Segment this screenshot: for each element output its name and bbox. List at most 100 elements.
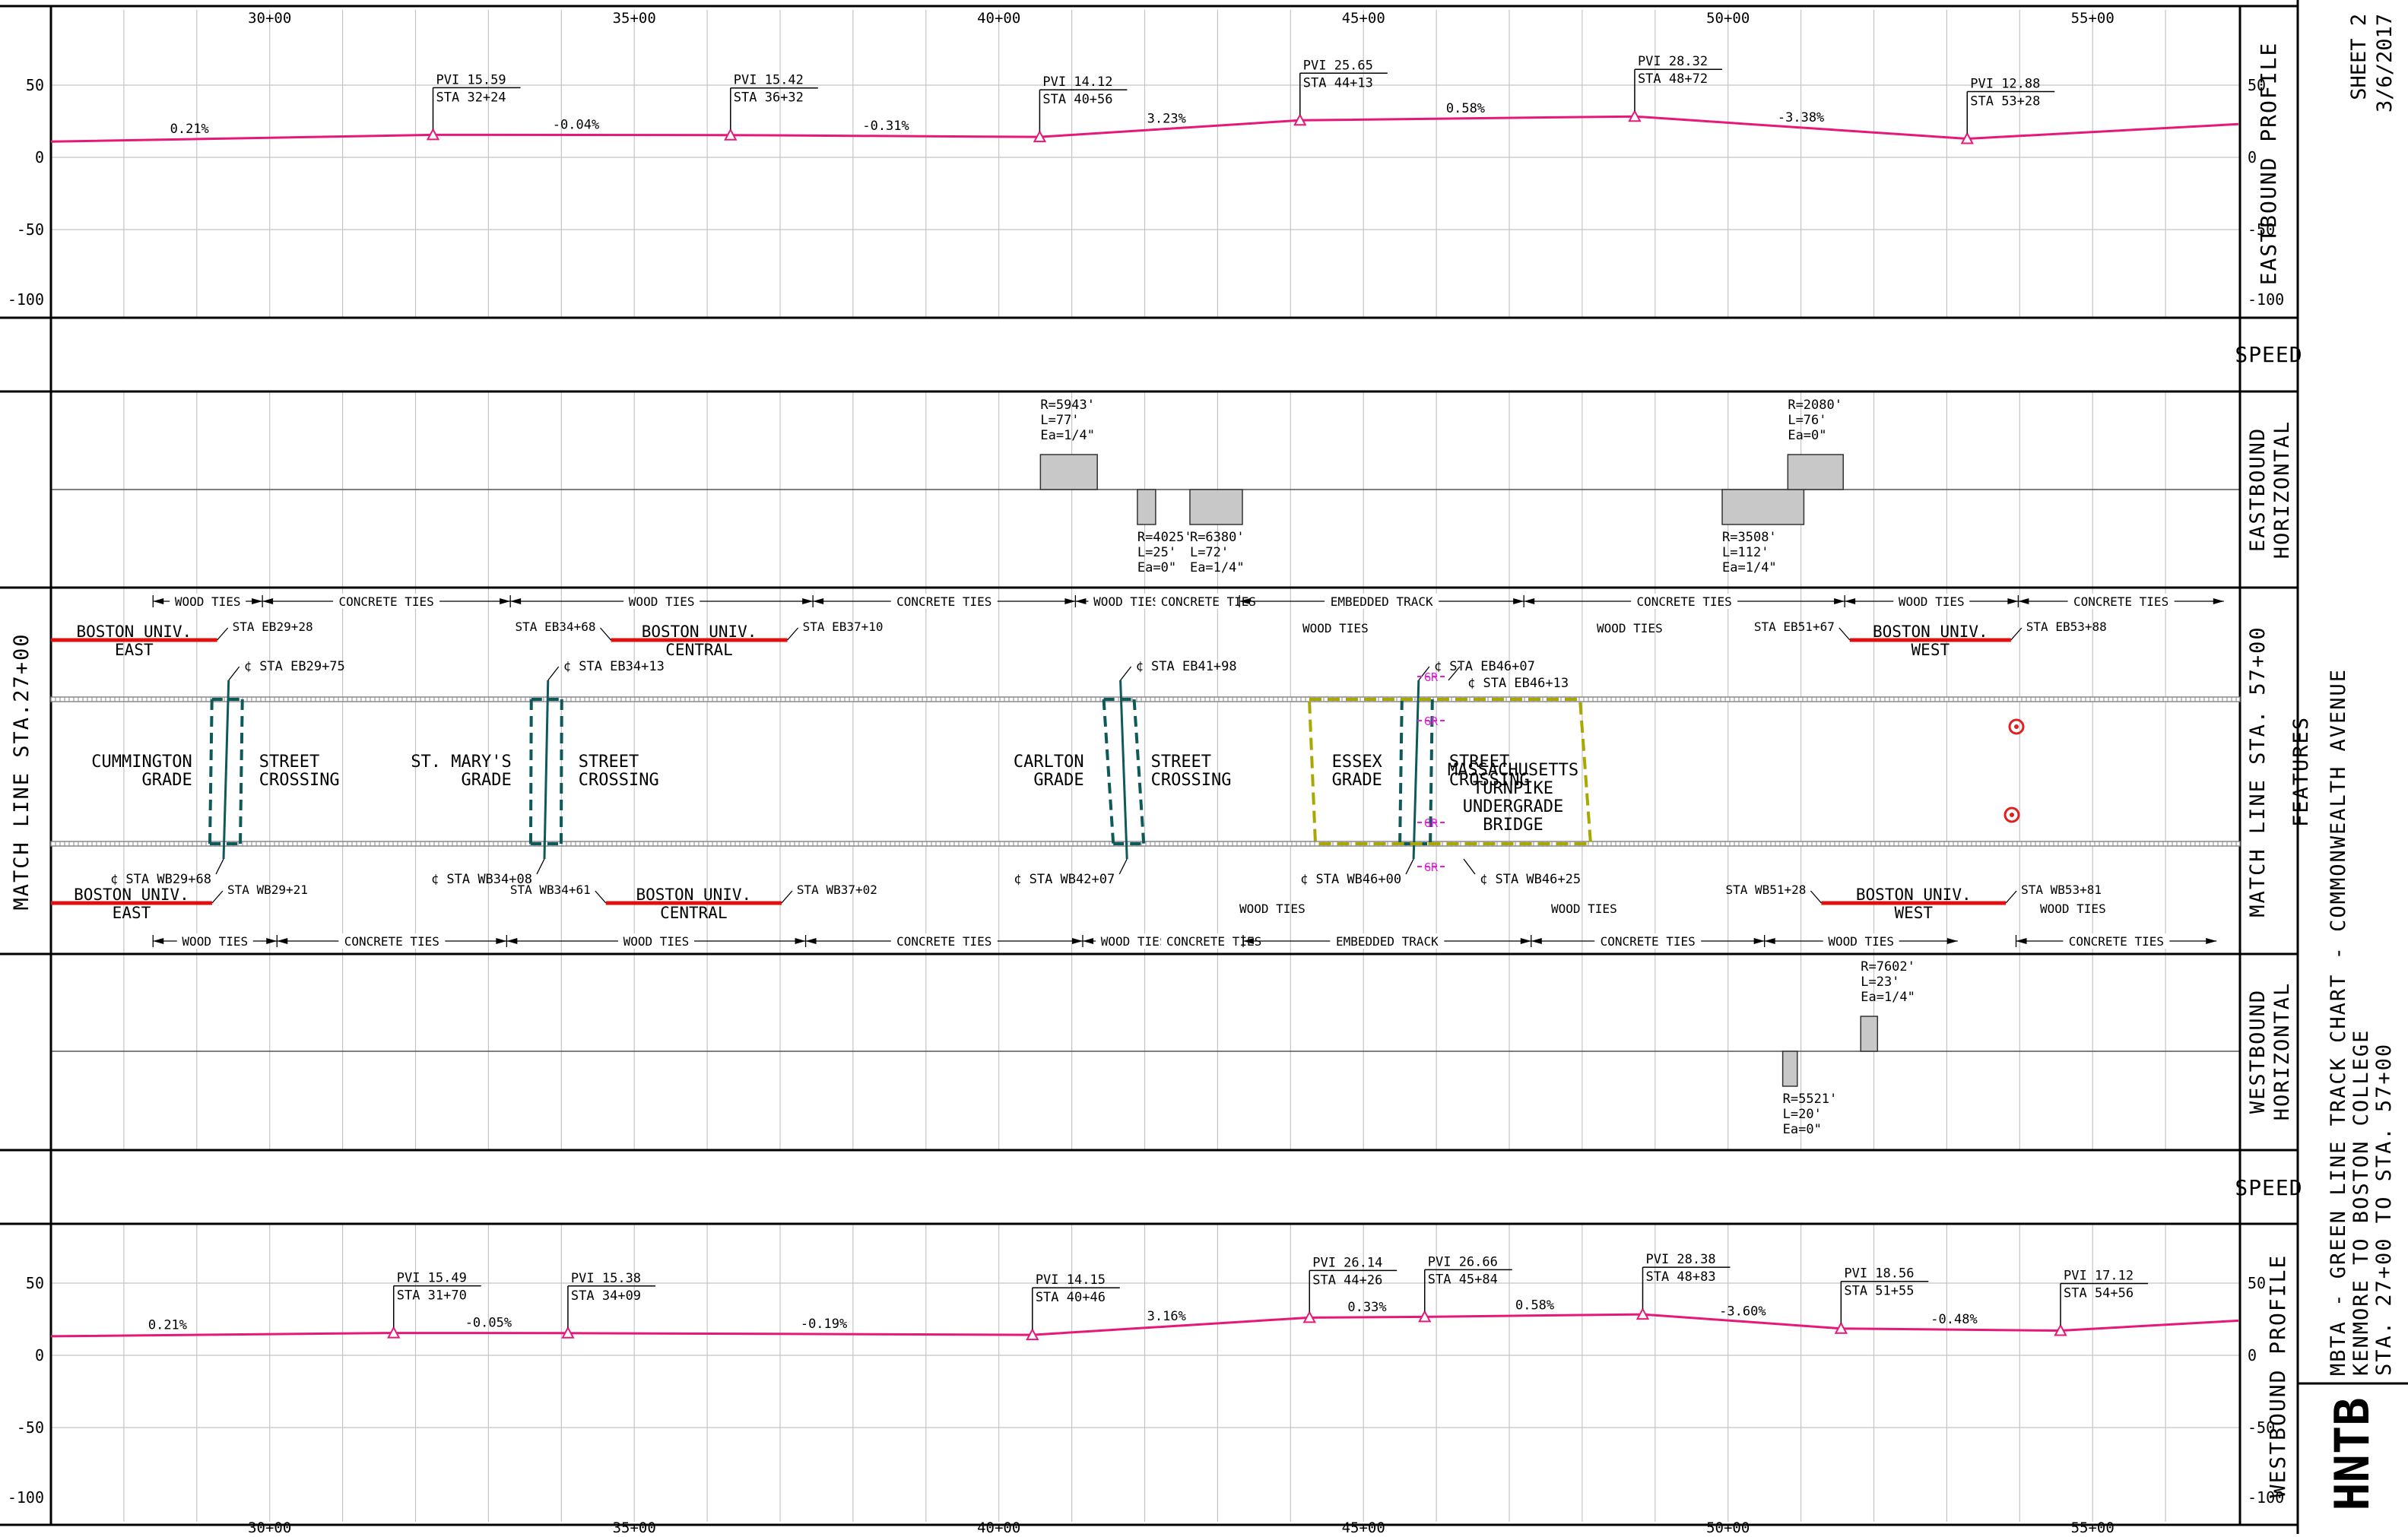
pvi-station-label: STA 48+72 [1638,71,1708,87]
platform-name: EAST [115,641,154,659]
arrowhead [1075,598,1087,604]
band-title-eb-horizontal: EASTBOUND [2246,427,2270,552]
tie-type-label: EMBEDDED TRACK [1331,594,1433,609]
curve-data-label: R=5521' [1783,1092,1838,1107]
arrowhead [1834,598,1845,604]
profile-tick-right: 0 [2248,148,2257,166]
curve-block [1781,1051,1798,1087]
sta-leader [2010,627,2023,641]
guard-rail-label: GR [1424,670,1439,684]
sta-leader [1120,666,1132,681]
wood-ties-note: WOOD TIES [1239,902,1306,916]
arrowhead [1524,598,1535,604]
arrowhead [1513,598,1524,604]
pvi-station-label: STA 44+26 [1312,1272,1382,1288]
grade-label: -0.31% [862,119,909,134]
pvi-marker [1635,1307,1650,1320]
profile-tick-right: -50 [2248,220,2275,239]
station-label-bottom: 45+00 [1342,1520,1385,1534]
crossing-centerline [1119,680,1128,860]
tie-type-label: WOOD TIES [1093,594,1160,609]
guard-rail-label: GR [1424,860,1439,874]
tie-label-bg [890,594,998,609]
curve-data-label: R=2080' [1788,398,1842,413]
arrowhead [1071,938,1083,944]
crossing-centerline [543,680,550,860]
sta-leader [1810,890,1822,904]
tie-type-label: EMBEDDED TRACK [1336,934,1439,949]
crossing-wb-station: ¢ STA WB29+68 [110,872,211,887]
pvi-elevation-label: PVI 14.12 [1042,74,1112,90]
station-label-top: 30+00 [248,10,291,27]
station-label-bottom: 30+00 [248,1520,291,1534]
profile-tick-right: 50 [2248,76,2266,94]
pvi-station-label: STA 51+55 [1844,1284,1914,1299]
grade-label: 0.58% [1446,101,1485,116]
profile-tick-left: -50 [17,220,44,239]
curve-data-label: Ea=1/4" [1190,560,1245,575]
profile-tick-right: -100 [2248,290,2284,309]
tie-label-bg [1325,594,1439,609]
tie-type-label: CONCRETE TIES [2069,934,2164,949]
grade-label: 3.16% [1147,1309,1186,1324]
bridge-label: BRIDGE [1483,816,1543,835]
arrowhead [496,938,507,944]
crossing-wb-station: ¢ STA WB34+08 [431,872,532,887]
tie-label-bg [333,594,440,609]
arrowhead [510,598,522,604]
crossing-street-label: CROSSING [579,771,659,790]
tie-label-bg [1823,933,1899,949]
grade-label: -0.05% [465,1316,512,1331]
pvi-station-label: STA 44+13 [1303,75,1373,90]
pvi-station-label: STA 53+28 [1970,94,2040,109]
signal-marker [2008,718,2025,735]
tie-type-label: WOOD TIES [175,594,241,609]
pvi-marker [1033,130,1047,143]
pvi-station-label: STA 32+24 [436,90,506,105]
tie-type-label: WOOD TIES [623,934,690,949]
crossing-outline [528,698,563,845]
curve-block [1787,454,1844,490]
tie-type-label: WOOD TIES [182,934,248,949]
crossing-eb-station: ¢ STA EB29+75 [244,659,345,674]
crossing-street-label: CROSSING [1151,771,1232,790]
bridge-outline [1307,698,1593,845]
crossing-grade-label: GRADE [1332,771,1382,790]
sta-leader [547,666,560,681]
arrowhead [153,598,164,604]
pvi-marker [1834,1321,1848,1334]
tie-label-bg [623,594,700,609]
tie-label-bg [338,933,446,949]
wb-profile-line [50,1313,2239,1338]
sta-leader [536,858,545,875]
curve-data-label: R=5943' [1040,398,1095,413]
arrowhead [1082,938,1093,944]
sta-leader [1418,666,1430,681]
tie-label-bg [2063,933,2170,949]
station-label-bottom: 40+00 [977,1520,1020,1534]
pvi-marker [426,128,440,141]
curve-data-label: L=112' [1722,545,1769,560]
title-line-2: KENMORE TO BOSTON COLLEGE [2349,1029,2373,1376]
crossing-wb-station: ¢ STA WB46+00 [1300,872,1401,887]
sta-leader [600,627,612,641]
arrowhead [1064,598,1076,604]
profile-tick-left: 0 [35,1346,44,1364]
tie-label-bg [1096,933,1172,949]
sta-leader [1463,858,1476,875]
grade-label: 0.58% [1515,1298,1554,1314]
profile-tick-left: 50 [26,76,44,94]
arrowhead [813,598,824,604]
pvi-elevation-label: PVI 15.49 [397,1271,467,1286]
curve-block [1721,489,1805,525]
hntb-logo: HNTB [2324,1397,2380,1510]
pvi-elevation-label: PVI 28.32 [1638,54,1708,69]
arrowhead [805,938,817,944]
platform-name: BOSTON UNIV. [74,886,189,904]
curve-data-label: L=76' [1788,413,1826,428]
crossing-wb-station: ¢ STA WB42+07 [1014,872,1115,887]
crossing-grade-label: ESSEX [1332,753,1383,772]
